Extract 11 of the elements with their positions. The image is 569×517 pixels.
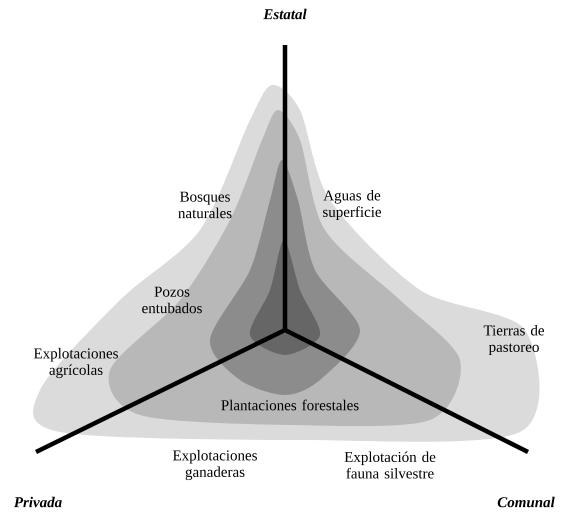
axis-label: Privada	[14, 496, 62, 508]
region-label: Pozos entubados	[142, 286, 202, 314]
region-label: Explotación de fauna silvestre	[344, 451, 436, 479]
region-label: Bosques naturales	[178, 192, 232, 218]
region-label: Plantaciones forestales	[221, 400, 359, 410]
region-label: Explotaciones agrícolas	[34, 348, 118, 378]
region-label: Aguas de superficie	[323, 190, 382, 220]
region-label: Explotaciones ganaderas	[172, 450, 257, 480]
region-label: Tierras de pastoreo	[484, 324, 544, 356]
axis-label: Comunal	[498, 496, 555, 508]
axis-label: Estatal	[263, 8, 307, 20]
